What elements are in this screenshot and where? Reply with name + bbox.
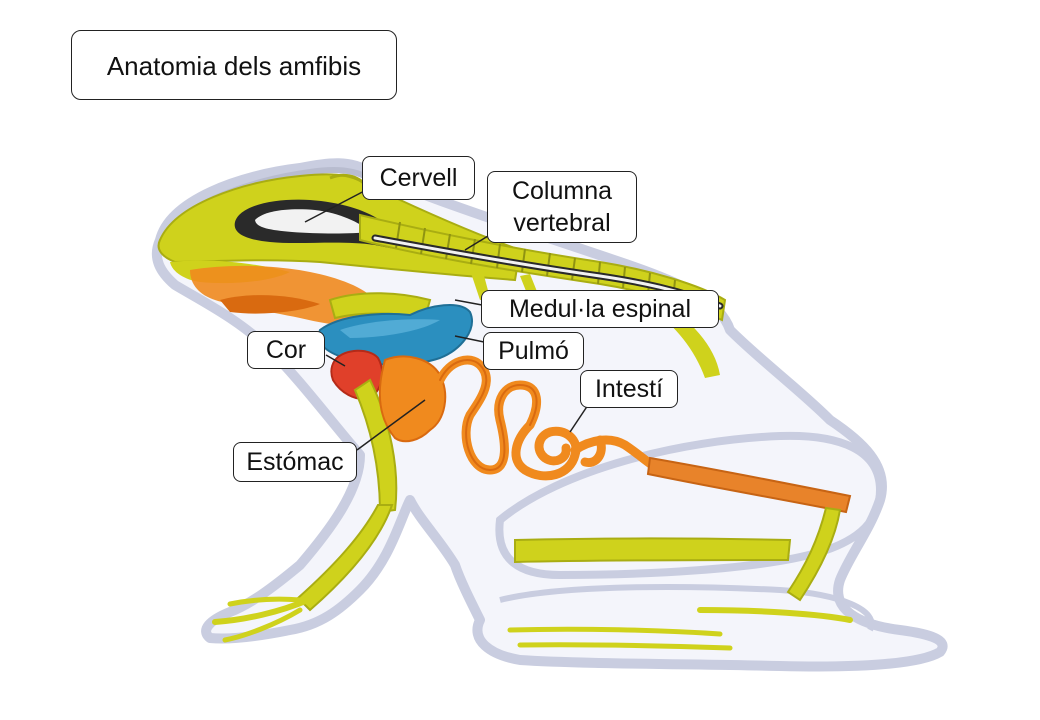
label-lung: Pulmó: [483, 332, 584, 370]
label-intestine: Intestí: [580, 370, 678, 408]
label-brain: Cervell: [362, 156, 475, 200]
page-title: Anatomia dels amfibis: [71, 30, 397, 100]
label-stomach: Estómac: [233, 442, 357, 482]
label-vertebral-column-line2: vertebral: [498, 207, 626, 239]
label-vertebral-column-line1: Columna: [498, 175, 626, 207]
label-spinal-cord: Medul·la espinal: [481, 290, 719, 328]
label-heart: Cor: [247, 331, 325, 369]
label-vertebral-column: Columna vertebral: [487, 171, 637, 243]
